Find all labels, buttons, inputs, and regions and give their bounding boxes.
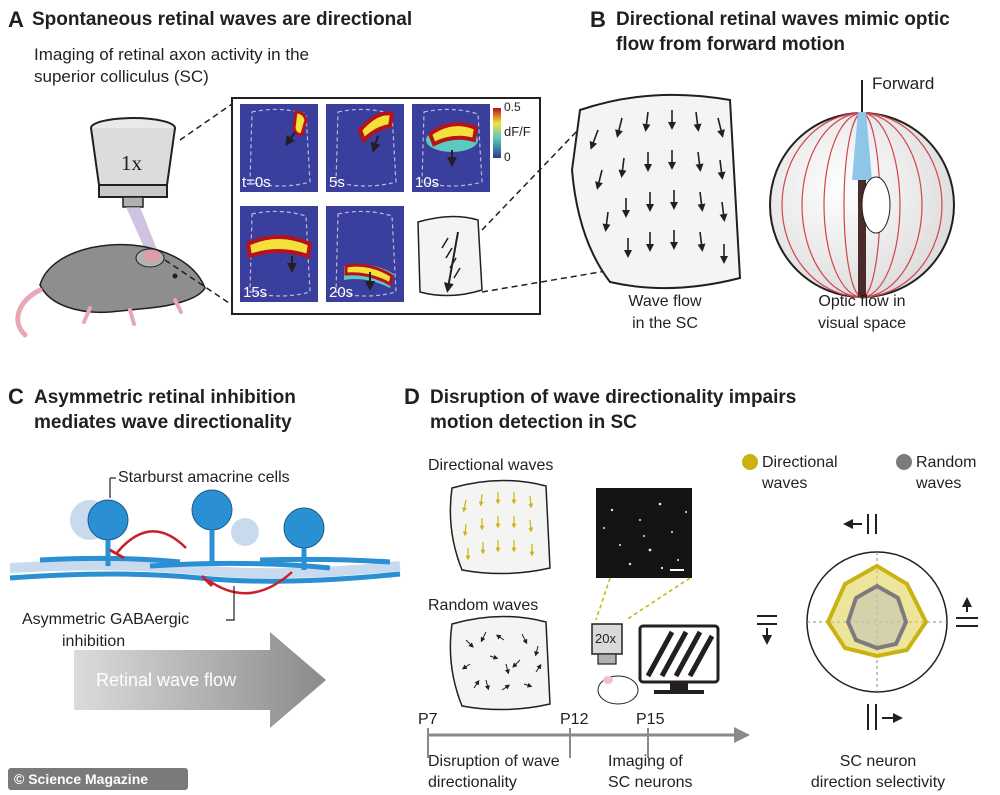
credit-label: © Science Magazine (14, 771, 149, 787)
polar-caption-line2: direction selectivity (810, 774, 946, 791)
sc-schematic-small (417, 215, 483, 297)
frame-label-10s: 10s (415, 174, 440, 191)
timeline-p15: P15 (636, 711, 665, 728)
panel-d-title-line2: motion detection in SC (430, 412, 637, 433)
panel-c-letter: C (8, 384, 24, 409)
frame-label-20s: 20s (329, 284, 354, 301)
retinal-wave-flow-arrow (74, 632, 326, 728)
direction-selectivity-polar-plot (806, 551, 948, 693)
panel-c-title-line1: Asymmetric retinal inhibition (34, 387, 296, 408)
wave-flow-label-line2: in the SC (632, 315, 698, 332)
wave-flow-label-line1: Wave flow (628, 293, 702, 310)
colorbar-title-label: dF/F (504, 124, 531, 139)
starburst-cells-diagram (9, 477, 401, 621)
gaba-inhibition-label-line1: Asymmetric GABAergic (22, 611, 190, 628)
objective-20x-label: 20x (595, 631, 616, 646)
microscope-objective-1x (90, 117, 176, 256)
retinal-wave-flow-label: Retinal wave flow (96, 670, 237, 690)
disruption-label-line1: Disruption of wave (428, 753, 560, 770)
colorbar (493, 108, 501, 158)
panel-a-subtitle-line2: superior colliculus (SC) (34, 67, 209, 86)
sc-wave-flow-map (570, 93, 742, 290)
objective-20x (591, 623, 639, 705)
timeline-p7: P7 (418, 711, 438, 728)
colorbar-max-label: 0.5 (504, 100, 521, 114)
legend-directional-dot (742, 454, 758, 470)
sc-neuron-image (596, 488, 692, 578)
panel-a-subtitle-line1: Imaging of retinal axon activity in the (34, 45, 309, 64)
panel-b-title-line2: flow from forward motion (616, 34, 846, 55)
frame-t0 (240, 104, 318, 192)
panel-b-title-line1: Directional retinal waves mimic optic (616, 9, 950, 30)
objective-1x-label: 1x (121, 151, 142, 175)
legend-directional-line2: waves (762, 475, 808, 492)
random-waves-label: Random waves (428, 597, 539, 614)
directional-waves-map (449, 479, 551, 575)
credit-badge-bg (8, 768, 188, 790)
panel-a-letter: A (8, 7, 24, 32)
directional-waves-label: Directional waves (428, 457, 554, 474)
imaging-label-line2: SC neurons (608, 774, 693, 791)
timeline-axis (427, 727, 750, 758)
neuron-dots (603, 502, 687, 570)
legend-directional-line1: Directional (762, 454, 838, 471)
legend-random-line2: waves (916, 475, 962, 492)
forward-label: Forward (872, 74, 935, 93)
panel-d-title-line1: Disruption of wave directionality impair… (430, 387, 797, 408)
panel-b-letter: B (590, 7, 606, 32)
panel-d-letter: D (404, 384, 420, 409)
polar-caption-line1: SC neuron (839, 753, 917, 770)
frame-label-t0: t=0s (242, 174, 271, 191)
frame-15s (240, 206, 318, 302)
frame-20s (326, 206, 404, 302)
disruption-label-line2: directionality (428, 774, 517, 791)
frame-5s (326, 104, 404, 192)
imaging-label-line1: Imaging of (608, 753, 683, 770)
panel-a-title: Spontaneous retinal waves are directiona… (32, 9, 413, 30)
optic-flow-label-line1: Optic flow in (818, 293, 906, 310)
legend-random-dot (896, 454, 912, 470)
gaba-inhibition-label-line2: inhibition (62, 633, 126, 650)
frame-label-15s: 15s (243, 284, 268, 301)
frame-10s (412, 104, 490, 192)
random-waves-map (449, 615, 551, 711)
frame-label-5s: 5s (329, 174, 345, 191)
optic-flow-label-line2: visual space (817, 315, 907, 332)
starburst-cells-label: Starburst amacrine cells (118, 469, 290, 486)
optic-flow-sphere (769, 112, 955, 298)
grating-monitor (638, 624, 720, 694)
mouse-illustration (15, 243, 206, 338)
colorbar-min-label: 0 (504, 150, 511, 164)
timeline-p12: P12 (560, 711, 589, 728)
polar-direction-icons (757, 514, 978, 730)
panel-c-title-line2: mediates wave directionality (34, 412, 292, 433)
legend-random-line1: Random (916, 454, 977, 471)
